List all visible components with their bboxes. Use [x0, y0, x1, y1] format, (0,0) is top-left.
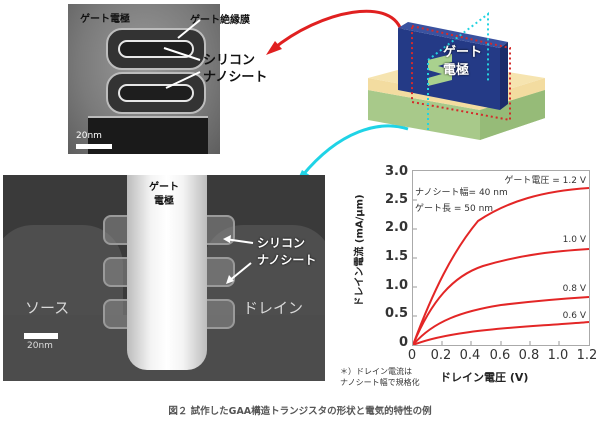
iv-curves — [412, 187, 590, 346]
bottom-gate-label: ゲート 電極 — [149, 182, 179, 207]
cyan-arrow — [300, 124, 409, 177]
series-label-0-8v: 0.8 V — [562, 284, 586, 294]
gate-insulator-label: ゲート絶縁膜 — [190, 15, 250, 26]
scale-bar — [76, 144, 112, 149]
nanosheet-lower — [106, 72, 206, 114]
gate-electrode-column — [127, 175, 207, 370]
series-label-1-0v: 1.0 V — [562, 235, 586, 245]
nanosheet-upper — [106, 28, 206, 70]
gaa-3d-device-illustration — [368, 11, 545, 140]
source-label: ソース — [25, 299, 70, 317]
top-tem-image: 20nm ゲート電極 — [68, 4, 220, 154]
y-axis-label: ドレイン電流 (mA/μm) — [354, 194, 366, 307]
figure-caption: 図２ 試作したGAA構造トランジスタの形状と電気的特性の例 — [168, 406, 432, 417]
gate-electrode-label: ゲート電極 — [80, 14, 130, 25]
bottom-scale-bar — [24, 333, 58, 339]
red-arrow — [271, 9, 404, 52]
iv-plot-area: ゲート電圧 = 1.2 V ナノシート幅= 40 nm ゲート長 = 50 nm… — [412, 170, 590, 346]
scale-bar-label: 20nm — [76, 131, 102, 141]
x-axis-label: ドレイン電圧 (V) — [440, 371, 529, 384]
annotation-nanosheet-width: ナノシート幅= 40 nm — [415, 188, 508, 198]
series-label-0-6v: 0.6 V — [562, 311, 586, 321]
annotation-gate-length: ゲート長 = 50 nm — [415, 204, 494, 214]
bottom-nanosheet-label: シリコン ナノシート — [257, 236, 317, 267]
device-gate-electrode-label: ゲート 電極 — [443, 45, 483, 78]
bottom-tem-image: ゲート 電極 ソース ドレイン シリコン ナノシート 20nm — [3, 175, 325, 381]
normalization-note: ＊）ドレイン電流は ナノシート幅で規格化 — [340, 367, 420, 387]
drain-label: ドレイン — [243, 299, 304, 317]
bottom-scale-bar-label: 20nm — [27, 341, 53, 351]
silicon-nanosheet-label: シリコン ナノシート — [203, 53, 268, 85]
series-label-1-2v: ゲート電圧 = 1.2 V — [504, 176, 586, 186]
